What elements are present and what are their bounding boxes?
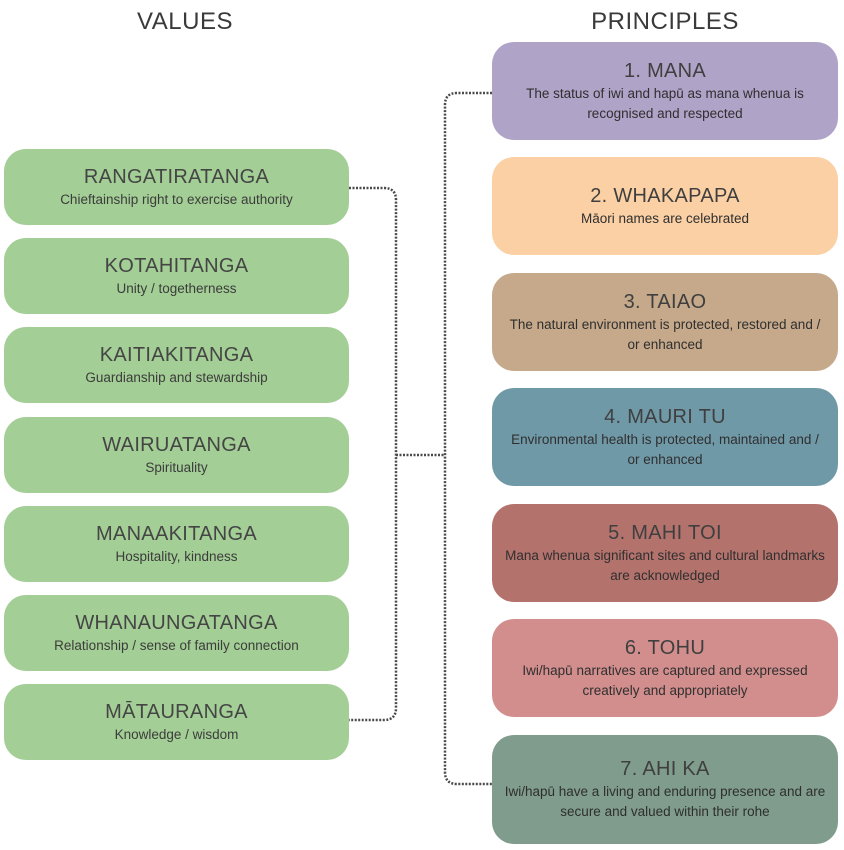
value-manaakitanga: MANAAKITANGA Hospitality, kindness [4,506,349,582]
principle-title: 3. TAIAO [623,290,707,313]
principles-heading: PRINCIPLES [591,8,739,35]
principle-description: Māori names are celebrated [580,210,750,226]
value-kotahitanga: KOTAHITANGA Unity / togetherness [4,238,349,314]
value-description: Guardianship and stewardship [85,370,268,385]
value-kaitiakitanga: KAITIAKITANGA Guardianship and stewardsh… [4,327,349,403]
principle-tohu: 6. TOHU Iwi/hapū narratives are captured… [492,619,838,717]
principle-mana: 1. MANA The status of iwi and hapū as ma… [492,42,838,140]
value-description: Relationship / sense of family connectio… [54,638,299,653]
principle-mahi-toi: 5. MAHI TOI Mana whenua significant site… [492,504,838,602]
value-description: Spirituality [145,460,208,475]
value-wairuatanga: WAIRUATANGA Spirituality [4,417,349,493]
value-description: Hospitality, kindness [115,549,238,564]
value-description: Chieftainship right to exercise authorit… [60,192,293,207]
principle-description: The status of iwi and hapū as mana whenu… [526,85,804,121]
value-description: Unity / togetherness [116,281,237,296]
value-rangatiratanga: RANGATIRATANGA Chieftainship right to ex… [4,149,349,225]
principles-bracket [443,91,492,786]
values-bracket [349,186,398,722]
value-title: KAITIAKITANGA [99,344,254,366]
value-title: WAIRUATANGA [102,434,251,456]
principle-ahi-ka: 7. AHI KA Iwi/hapū have a living and end… [492,735,838,844]
values-heading: VALUES [137,8,233,35]
value-title: RANGATIRATANGA [83,166,270,188]
value-title: MĀTAURANGA [105,701,248,723]
principle-taiao: 3. TAIAO The natural environment is prot… [492,273,838,371]
principle-title: 2. WHAKAPAPA [590,184,740,207]
principle-description: Mana whenua significant sites and cultur… [505,547,825,583]
principle-mauri-tu: 4. MAURI TU Environmental health is prot… [492,388,838,486]
value-title: WHANAUNGATANGA [75,612,278,634]
value-matauranga: MĀTAURANGA Knowledge / wisdom [4,684,349,760]
principle-title: 7. AHI KA [620,758,710,780]
principle-whakapapa: 2. WHAKAPAPA Māori names are celebrated [492,157,838,255]
principle-title: 6. TOHU [624,636,706,659]
principle-description: Iwi/hapū narratives are captured and exp… [522,662,808,698]
principle-title: 4. MAURI TU [604,405,726,428]
principle-title: 5. MAHI TOI [608,521,722,544]
value-description: Knowledge / wisdom [114,727,239,742]
principle-description: The natural environment is protected, re… [509,316,821,352]
principle-description: Environmental health is protected, maint… [511,431,819,467]
value-title: KOTAHITANGA [104,255,249,277]
value-title: MANAAKITANGA [95,523,258,545]
principle-description: Iwi/hapū have a living and enduring pres… [504,784,826,819]
value-whanaungatanga: WHANAUNGATANGA Relationship / sense of f… [4,595,349,671]
principle-title: 1. MANA [623,59,707,82]
